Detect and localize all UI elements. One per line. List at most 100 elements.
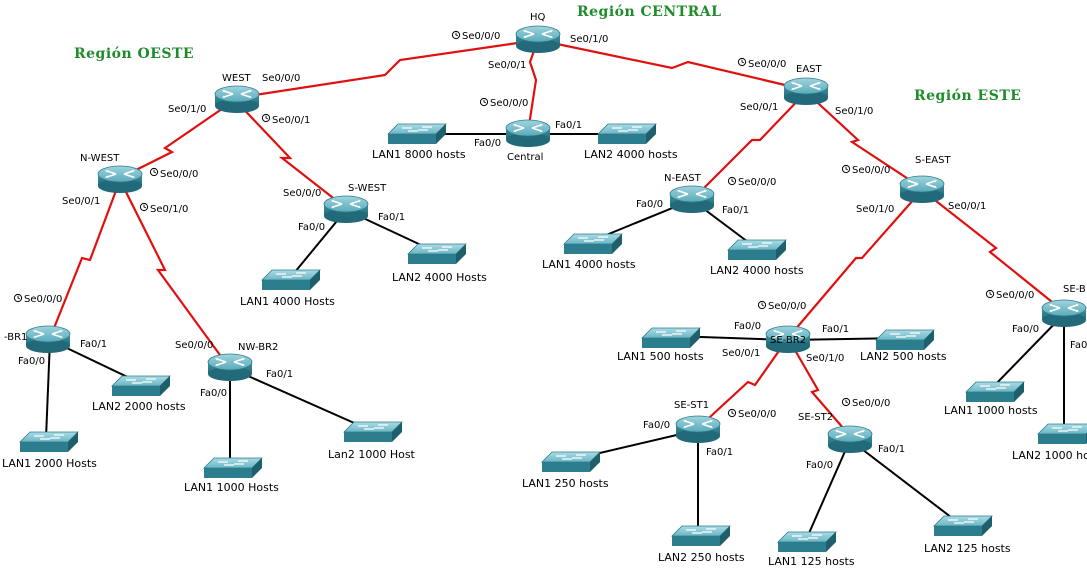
port-sebr3-fa0x: Fa0: [1070, 340, 1087, 351]
link-sebr2-sest2: [787, 337, 851, 437]
switch-sest1-lan1[interactable]: [541, 451, 601, 473]
lan-neast-lan1-label: LAN1 4000 hosts: [542, 258, 636, 271]
link-seast-sebr2: [787, 189, 923, 339]
lan-swest-lan1-label: LAN1 4000 Hosts: [240, 295, 335, 308]
port-br2-se000: Se0/0/0: [175, 340, 213, 351]
link-seast-sebr3: [921, 189, 1063, 311]
port-br2-fa01: Fa0/1: [266, 369, 293, 380]
clock-icon: [261, 113, 271, 123]
switch-br2-lan2[interactable]: [343, 421, 403, 443]
lan-swest-lan2-label: LAN2 4000 Hosts: [392, 271, 487, 284]
router-se-st1[interactable]: [675, 415, 721, 444]
port-sebr2-fa00: Fa0/0: [734, 321, 761, 332]
port-east-se000: Se0/0/0: [748, 59, 786, 70]
router-se-st2-name: SE-ST2: [798, 412, 833, 423]
lan-sebr3-lan1-label: LAN1 1000 hosts: [944, 404, 1038, 417]
lan-sebr2-lan2-label: LAN2 500 hosts: [860, 350, 947, 363]
switch-swest-lan1[interactable]: [261, 269, 321, 291]
switch-sebr3-lan2[interactable]: [1037, 423, 1087, 445]
lan-central-lan2-label: LAN2 4000 hosts: [584, 148, 678, 161]
link-hq-east: [537, 38, 807, 92]
clock-icon: [841, 164, 851, 174]
port-hq-se001: Se0/0/1: [488, 60, 526, 71]
router-west-name: WEST: [222, 73, 252, 84]
router-hq-name: HQ: [530, 12, 546, 23]
lan-br2-lan1-label: LAN1 1000 Hosts: [184, 481, 279, 494]
switch-sebr2-lan2[interactable]: [875, 329, 935, 351]
router-central[interactable]: [505, 119, 551, 148]
port-sebr2-se000: Se0/0/0: [768, 301, 806, 312]
router-se-st1-name: SE-ST1: [674, 400, 709, 411]
switch-sest2-lan2[interactable]: [933, 515, 993, 537]
link-sebr2-sest1: [697, 337, 789, 429]
clock-icon: [841, 397, 851, 407]
router-nw-br1[interactable]: [25, 325, 71, 354]
lan-sebr2-lan1-label: LAN1 500 hosts: [617, 350, 704, 363]
lan-central-lan1-label: LAN1 8000 hosts: [372, 148, 466, 161]
port-swest-fa01: Fa0/1: [378, 212, 405, 223]
port-sest2-se000: Se0/0/0: [852, 398, 890, 409]
port-west-se000: Se0/0/0: [262, 73, 300, 84]
link-east-seast: [805, 91, 923, 189]
port-sest1-se000: Se0/0/0: [738, 409, 776, 420]
link-hq-west: [234, 38, 539, 100]
clock-icon: [149, 167, 159, 177]
router-s-east[interactable]: [899, 175, 945, 204]
port-central-fa00: Fa0/0: [474, 138, 501, 149]
port-br1-fa00: Fa0/0: [18, 356, 45, 367]
router-n-west[interactable]: [97, 165, 143, 194]
link-sest2-lan1: [805, 439, 851, 541]
port-neast-se000: Se0/0/0: [738, 177, 776, 188]
switch-sest2-lan1[interactable]: [777, 531, 837, 553]
switch-central-lan2[interactable]: [597, 123, 657, 145]
router-n-east-name: N-EAST: [664, 173, 702, 184]
region-central-label: Región CENTRAL: [577, 4, 721, 20]
port-sebr3-se000: Se0/0/0: [996, 290, 1034, 301]
switch-br1-lan1[interactable]: [19, 431, 79, 453]
clock-icon: [757, 300, 767, 310]
link-hq-central: [526, 39, 540, 133]
port-swest-se000: Se0/0/0: [283, 188, 321, 199]
port-seast-se000: Se0/0/0: [852, 165, 890, 176]
router-se-st2[interactable]: [827, 425, 873, 454]
link-nwest-br2: [119, 179, 229, 367]
link-nwest-br1: [48, 179, 122, 339]
router-n-east[interactable]: [669, 185, 715, 214]
lan-sest2-lan1-label: LAN1 125 hosts: [768, 555, 855, 568]
router-west[interactable]: [214, 85, 260, 114]
port-nwest-se001: Se0/0/1: [62, 196, 100, 207]
port-nwest-se000: Se0/0/0: [160, 169, 198, 180]
lan-sest1-lan2-label: LAN2 250 hosts: [658, 551, 745, 564]
router-se-br3[interactable]: [1041, 299, 1087, 328]
switch-central-lan1[interactable]: [387, 123, 447, 145]
switch-br2-lan1[interactable]: [203, 457, 263, 479]
port-sebr2-fa01: Fa0/1: [822, 324, 849, 335]
port-neast-fa01: Fa0/1: [722, 205, 749, 216]
port-sebr2-se001: Se0/0/1: [722, 348, 760, 359]
router-east[interactable]: [783, 77, 829, 106]
switch-neast-lan2[interactable]: [727, 239, 787, 261]
clock-icon: [727, 408, 737, 418]
router-nw-br2-name: NW-BR2: [238, 342, 278, 353]
switch-neast-lan1[interactable]: [563, 233, 623, 255]
router-hq[interactable]: [515, 25, 561, 54]
port-hq-se010: Se0/1/0: [570, 34, 608, 45]
clock-icon: [451, 30, 461, 40]
switch-swest-lan2[interactable]: [407, 243, 467, 265]
switch-sebr3-lan1[interactable]: [965, 381, 1025, 403]
switch-sebr2-lan1[interactable]: [641, 327, 701, 349]
port-central-fa01: Fa0/1: [555, 120, 582, 131]
switch-sest1-lan2[interactable]: [671, 525, 731, 547]
router-central-name: Central: [507, 152, 543, 163]
port-br1-se000: Se0/0/0: [24, 294, 62, 305]
port-br2-fa00: Fa0/0: [200, 388, 227, 399]
router-s-west[interactable]: [323, 195, 369, 224]
router-se-br3-name: SE-B: [1063, 284, 1086, 295]
router-nw-br1-name: -BR1: [4, 332, 27, 343]
router-nw-br2[interactable]: [207, 353, 253, 382]
lan-sebr3-lan2-label: LAN2 1000 ho: [1012, 449, 1087, 462]
region-este-label: Región ESTE: [914, 88, 1021, 104]
lan-br2-lan2-label: Lan2 1000 Host: [328, 448, 416, 461]
switch-br1-lan2[interactable]: [111, 375, 171, 397]
port-sebr3-fa00: Fa0/0: [1012, 324, 1039, 335]
